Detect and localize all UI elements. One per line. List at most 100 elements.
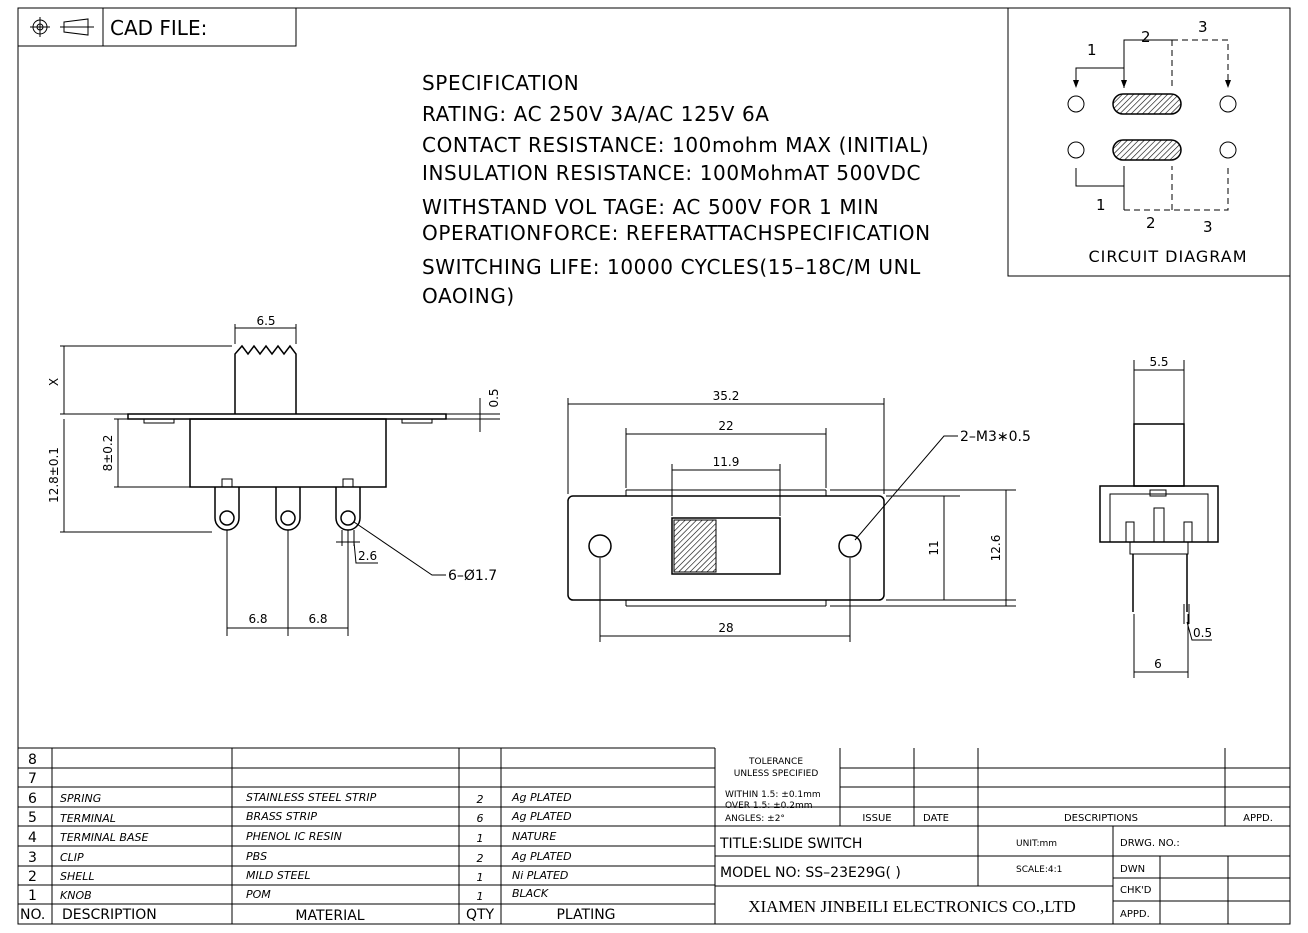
top-view: 35.2 22 11.9 28 11 12.6 2–M3∗0.5 [567, 389, 1031, 642]
knob-top [673, 519, 717, 573]
unit-label: UNIT:mm [1016, 839, 1057, 849]
company-name: XIAMEN JINBEILI ELECTRONICS CO.,LTD [748, 897, 1076, 916]
svg-text:2: 2 [28, 869, 37, 885]
svg-text:BRASS STRIP: BRASS STRIP [246, 810, 317, 823]
svg-text:1: 1 [477, 871, 484, 884]
dim-label: 0.5 [487, 388, 501, 407]
spec-line: RATING: AC 250V 3A/AC 125V 6A [422, 102, 770, 126]
svg-text:MILD STEEL: MILD STEEL [246, 869, 311, 882]
terminal-label: 1 [1087, 41, 1097, 59]
mount-plate [567, 495, 885, 601]
svg-text:1: 1 [28, 888, 37, 904]
svg-text:CLIP: CLIP [60, 851, 84, 864]
appd-header: APPD. [1243, 813, 1273, 824]
checked-by-label: CHK'D [1120, 885, 1152, 896]
title-block: TOLERANCE UNLESS SPECIFIED WITHIN 1.5: ±… [715, 748, 1290, 924]
end-view: 5.5 6 0.5 [1099, 355, 1219, 678]
dim-label: 6 [1154, 657, 1162, 671]
table-row: 6 SPRING STAINLESS STEEL STRIP 2 Ag PLAT… [28, 791, 572, 807]
dim-label: 11 [927, 540, 941, 555]
spec-line: INSULATION RESISTANCE: 100MohmAT 500VDC [422, 161, 921, 185]
first-angle-projection-icon [30, 17, 94, 37]
sheet-border [17, 7, 1291, 925]
svg-text:QTY: QTY [466, 907, 495, 923]
model-number: MODEL NO: SS–23E29G( ) [720, 865, 901, 881]
dim-label: 6.5 [256, 314, 275, 328]
table-row: 5 TERMINAL BRASS STRIP 6 Ag PLATED [28, 810, 572, 826]
terminal-label: 1 [1096, 196, 1106, 214]
dim-label: 0.5 [1193, 626, 1212, 640]
svg-text:NATURE: NATURE [512, 830, 556, 843]
svg-text:KNOB: KNOB [60, 889, 92, 902]
switch-body [189, 418, 387, 488]
callout-label: 6–Ø1.7 [448, 568, 497, 584]
drawing-title: TITLE:SLIDE SWITCH [719, 836, 862, 852]
issue-header: ISSUE [862, 813, 891, 824]
svg-text:Ag PLATED: Ag PLATED [511, 850, 572, 863]
svg-text:6: 6 [28, 791, 37, 807]
terminal-label: 2 [1146, 214, 1156, 232]
svg-text:NO.: NO. [20, 907, 45, 923]
drawn-by-label: DWN [1120, 864, 1145, 875]
terminal-circle [1067, 95, 1085, 113]
circuit-diagram: 1 2 3 1 2 3 CIRCUIT DIAGRAM [1007, 7, 1291, 277]
dim-label: X [47, 378, 61, 386]
svg-text:TERMINAL BASE: TERMINAL BASE [60, 831, 148, 844]
callout-label: 2–M3∗0.5 [960, 429, 1031, 445]
dim-label: 11.9 [713, 455, 740, 469]
svg-text:STAINLESS STEEL STRIP: STAINLESS STEEL STRIP [246, 791, 377, 804]
svg-text:PBS: PBS [246, 850, 267, 863]
svg-text:5: 5 [28, 810, 37, 826]
table-row: 1 KNOB POM 1 BLACK [28, 887, 549, 904]
svg-text:DESCRIPTION: DESCRIPTION [62, 907, 157, 923]
svg-text:2: 2 [477, 793, 484, 806]
dim-label: 8±0.2 [101, 435, 115, 472]
terminal-label: 2 [1141, 28, 1151, 46]
table-header-row: NO. DESCRIPTION MATERIAL QTY PLATING [20, 907, 616, 924]
spec-line: WITHSTAND VOL TAGE: AC 500V FOR 1 MIN [422, 195, 879, 219]
svg-text:BLACK: BLACK [512, 887, 549, 900]
mount-hole [838, 534, 862, 558]
contact-slider [1112, 139, 1182, 161]
svg-text:2: 2 [477, 852, 484, 865]
header-box: CAD FILE: [17, 7, 297, 47]
spec-line: CONTACT RESISTANCE: 100mohm MAX (INITIAL… [422, 133, 929, 157]
contact-slider [1112, 93, 1182, 115]
bom-table: 8 7 6 SPRING STAINLESS STEEL STRIP 2 Ag … [18, 747, 716, 924]
terminal-circle [1219, 95, 1237, 113]
dim-label: 12.6 [989, 535, 1003, 562]
terminal-label: 3 [1198, 18, 1208, 36]
drawing-number-label: DRWG. NO.: [1120, 838, 1180, 849]
svg-text:3: 3 [28, 850, 37, 866]
svg-text:POM: POM [246, 888, 271, 901]
spec-title: SPECIFICATION [422, 71, 579, 95]
svg-text:Ag PLATED: Ag PLATED [511, 791, 572, 804]
tolerance-label: UNLESS SPECIFIED [734, 769, 819, 779]
svg-text:Ag PLATED: Ag PLATED [511, 810, 572, 823]
table-row: 2 SHELL MILD STEEL 1 Ni PLATED [28, 869, 568, 885]
terminal-label: 3 [1203, 218, 1213, 236]
approved-by-label: APPD. [1120, 909, 1150, 920]
mount-hole [588, 534, 612, 558]
spec-line: OAOING) [422, 284, 515, 308]
dim-label: 35.2 [713, 389, 740, 403]
dim-label: 2.6 [358, 549, 377, 563]
dim-label: 5.5 [1149, 355, 1168, 369]
tolerance-over: OVER 1.5: ±0.2mm [725, 801, 812, 811]
knob-end [1133, 423, 1185, 487]
spec-line: OPERATIONFORCE: REFERATTACHSPECIFICATION [422, 221, 931, 245]
svg-text:SPRING: SPRING [60, 792, 101, 805]
dim-label: 6.8 [308, 612, 327, 626]
table-row: 4 TERMINAL BASE PHENOL IC RESIN 1 NATURE [28, 830, 556, 846]
svg-text:1: 1 [477, 832, 484, 845]
knob [234, 344, 297, 414]
descriptions-header: DESCRIPTIONS [1064, 813, 1138, 824]
knob-slot [671, 517, 781, 575]
circuit-caption: CIRCUIT DIAGRAM [1089, 247, 1248, 266]
svg-text:1: 1 [477, 890, 484, 903]
dim-label: 12.8±0.1 [47, 447, 61, 503]
svg-text:TERMINAL: TERMINAL [60, 812, 116, 825]
specification-block: SPECIFICATION RATING: AC 250V 3A/AC 125V… [422, 71, 931, 308]
